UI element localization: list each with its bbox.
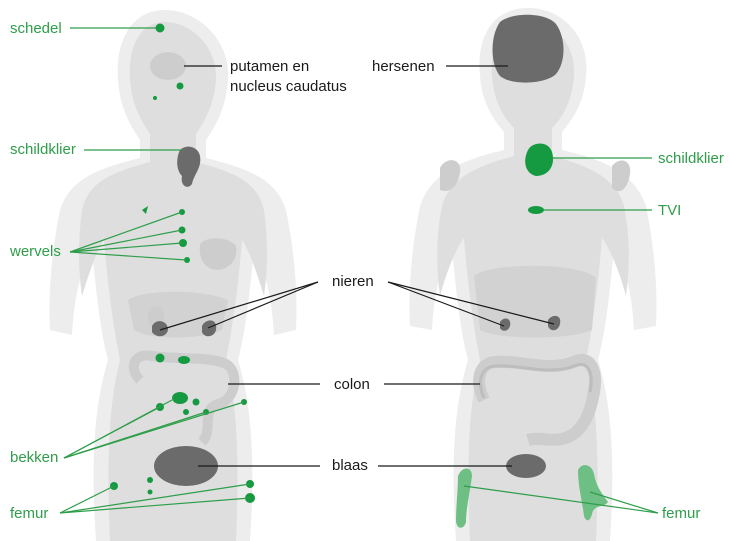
label-femur-right: femur: [662, 505, 700, 522]
spot-schedel: [156, 24, 165, 33]
right-abdomen-faint: [474, 266, 596, 338]
label-wervels: wervels: [10, 243, 61, 260]
spot-femur-2: [147, 477, 153, 483]
label-blaas: blaas: [332, 457, 368, 474]
label-bekken: bekken: [10, 449, 58, 466]
spot-putamen: [177, 83, 184, 90]
label-schedel: schedel: [10, 20, 62, 37]
spot-head-2: [153, 96, 157, 100]
right-tvi-green: [528, 206, 544, 214]
label-tvi: TVI: [658, 202, 681, 219]
spot-femur-3: [148, 490, 153, 495]
label-schildklier-left: schildklier: [10, 141, 76, 158]
label-nieren: nieren: [332, 273, 374, 290]
label-putamen-line2: nucleus caudatus: [230, 78, 347, 95]
label-hersenen: hersenen: [372, 58, 435, 75]
spot-abd-1: [156, 354, 165, 363]
spot-pelvis-1: [172, 392, 188, 404]
label-colon: colon: [334, 376, 370, 393]
spot-pelvis-3: [193, 399, 200, 406]
spot-abd-2: [178, 356, 190, 364]
spot-pelvis-6: [183, 409, 189, 415]
label-femur-left: femur: [10, 505, 48, 522]
right-brain-dark: [493, 15, 564, 83]
left-brain-faint: [150, 52, 186, 80]
label-schildklier-right: schildklier: [658, 150, 724, 167]
label-putamen-line1: putamen en: [230, 58, 309, 75]
